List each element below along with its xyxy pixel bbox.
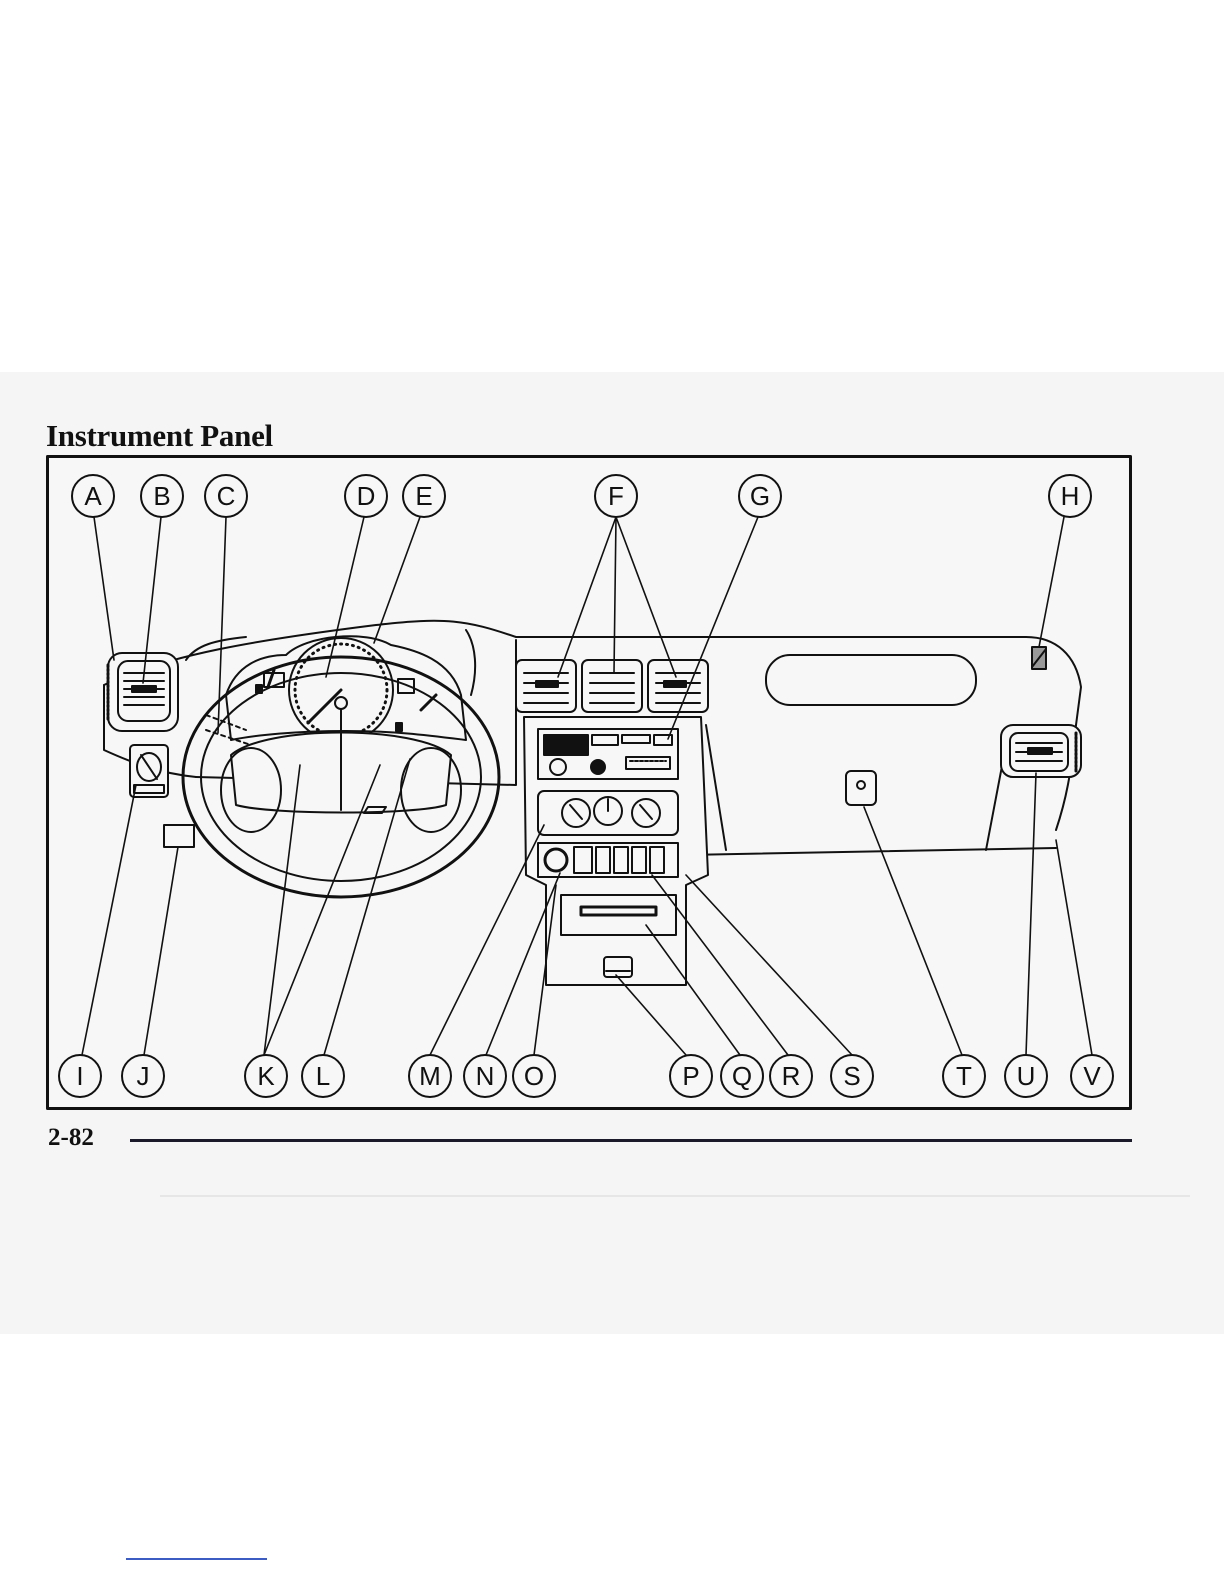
callout-j-label: J — [137, 1061, 150, 1091]
callout-a: A — [72, 475, 114, 517]
callout-e: E — [403, 475, 445, 517]
callout-f: F — [595, 475, 637, 517]
callout-v-label: V — [1083, 1061, 1101, 1091]
callout-f-label: F — [608, 481, 624, 511]
faint-divider — [160, 1195, 1190, 1197]
switch-row — [538, 843, 678, 877]
callout-a-label: A — [84, 481, 102, 511]
hood-release — [164, 825, 194, 847]
audio-system — [538, 729, 678, 779]
callout-c-label: C — [217, 481, 236, 511]
accessory-power-outlet — [604, 957, 632, 977]
callout-d: D — [345, 475, 387, 517]
callout-h-label: H — [1061, 481, 1080, 511]
callout-u: U — [1005, 1055, 1047, 1097]
callout-p: P — [670, 1055, 712, 1097]
callout-l-label: L — [316, 1061, 330, 1091]
callout-q-label: Q — [732, 1061, 752, 1091]
callout-i-label: I — [76, 1061, 83, 1091]
callout-d-label: D — [357, 481, 376, 511]
callout-p-label: P — [682, 1061, 699, 1091]
page-title: Instrument Panel — [46, 418, 273, 454]
callout-e-label: E — [415, 481, 432, 511]
callout-m-label: M — [419, 1061, 441, 1091]
right-air-vent — [1001, 725, 1081, 777]
callout-u-label: U — [1017, 1061, 1036, 1091]
callout-t: T — [943, 1055, 985, 1097]
ashtray — [561, 895, 676, 935]
callout-j: J — [122, 1055, 164, 1097]
left-air-vent — [108, 653, 178, 731]
callout-c: C — [205, 475, 247, 517]
page-number: 2-82 — [48, 1124, 94, 1152]
callout-t-label: T — [956, 1061, 972, 1091]
callout-s-label: S — [843, 1061, 860, 1091]
callout-i: I — [59, 1055, 101, 1097]
callout-r-label: R — [782, 1061, 801, 1091]
callout-h: H — [1049, 475, 1091, 517]
link-underline[interactable] — [126, 1558, 267, 1560]
callout-q: Q — [721, 1055, 763, 1097]
callout-g: G — [739, 475, 781, 517]
callout-s: S — [831, 1055, 873, 1097]
callout-g-label: G — [750, 481, 770, 511]
callout-n: N — [464, 1055, 506, 1097]
instrument-panel-diagram: A B C D E F G H I J K L — [46, 455, 1132, 1110]
callout-v: V — [1071, 1055, 1113, 1097]
climate-control-panel — [538, 791, 678, 835]
callout-k: K — [245, 1055, 287, 1097]
callout-r: R — [770, 1055, 812, 1097]
callout-b-label: B — [153, 481, 170, 511]
callout-o: O — [513, 1055, 555, 1097]
footer-rule — [130, 1139, 1132, 1142]
center-air-vents — [516, 660, 708, 712]
airbag-label — [1032, 647, 1046, 669]
callout-o-label: O — [524, 1061, 544, 1091]
callout-m: M — [409, 1055, 451, 1097]
callout-b: B — [141, 475, 183, 517]
callout-k-label: K — [257, 1061, 275, 1091]
callout-n-label: N — [476, 1061, 495, 1091]
callout-l: L — [302, 1055, 344, 1097]
